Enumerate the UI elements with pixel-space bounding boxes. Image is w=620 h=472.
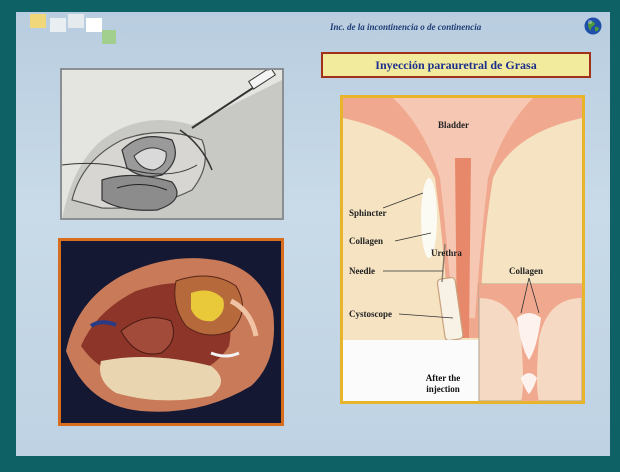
label-bladder: Bladder: [438, 120, 469, 130]
label-collagen-left: Collagen: [349, 236, 383, 246]
header-text: Inc. de la incontinencia o de continenci…: [330, 22, 481, 32]
after-injection-note: After the injection: [415, 373, 471, 395]
label-urethra: Urethra: [431, 248, 462, 258]
label-needle: Needle: [349, 266, 375, 276]
anatomy-sketch-image: [60, 68, 284, 220]
anatomy-color-image: [58, 238, 284, 426]
globe-icon: [584, 17, 602, 35]
label-collagen-right: Collagen: [509, 266, 543, 276]
label-cystoscope: Cystoscope: [349, 309, 392, 319]
slide-title: Inyección parauretral de Grasa: [321, 52, 591, 78]
label-sphincter: Sphincter: [349, 208, 387, 218]
color-squares-decoration: [30, 14, 120, 46]
urethra-diagram: Bladder Sphincter Collagen Urethra Needl…: [340, 95, 585, 404]
